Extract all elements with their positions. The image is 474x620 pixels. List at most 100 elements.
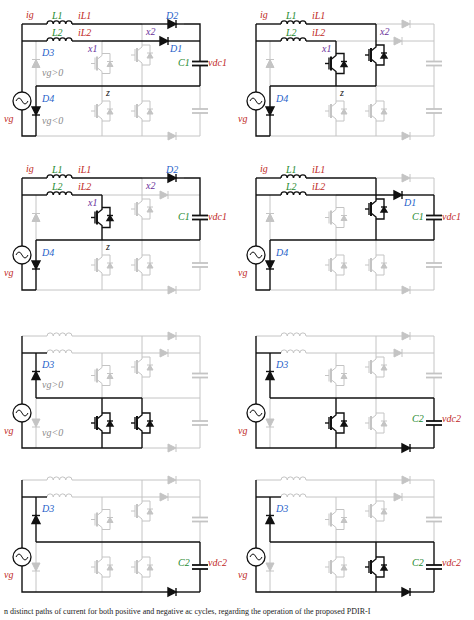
wire [341, 263, 347, 264]
wire [376, 447, 402, 448]
wire [176, 336, 184, 337]
signal-label: L2 [286, 182, 297, 192]
diode-symbol [341, 62, 347, 67]
igbt-symbol [330, 560, 332, 574]
signal-label: C1 [178, 58, 190, 68]
capacitor-symbol [426, 517, 442, 519]
wire [270, 290, 336, 291]
active-path [256, 336, 442, 452]
diode-symbol [147, 565, 153, 570]
wire [168, 349, 169, 357]
active-path [22, 174, 208, 290]
inductor-symbol [281, 192, 306, 195]
wire [410, 132, 411, 140]
inactive-path [256, 476, 442, 592]
wire [142, 136, 168, 137]
wire [376, 178, 402, 179]
capacitor-symbol [426, 373, 442, 375]
wire [408, 41, 434, 42]
wire [142, 398, 200, 399]
diode-symbol [168, 286, 176, 294]
circuit-panel [13, 174, 208, 294]
wire [371, 115, 376, 136]
ac-source-symbol [247, 548, 265, 566]
signal-label: L1 [286, 11, 297, 21]
diode-symbol [402, 20, 410, 28]
wire [434, 497, 435, 518]
wire [255, 178, 256, 246]
wire [22, 194, 47, 195]
capacitor-symbol [192, 564, 208, 566]
wire [371, 571, 376, 592]
wire [371, 427, 376, 448]
wire [102, 397, 142, 398]
wire [72, 480, 142, 481]
wire [331, 571, 336, 592]
wire [325, 63, 329, 64]
signal-label: vg [238, 570, 247, 580]
igbt-symbol [136, 416, 138, 430]
inductor-symbol [281, 333, 306, 336]
wire [184, 480, 200, 497]
wire [36, 85, 102, 86]
wire [269, 380, 270, 399]
wire [142, 591, 168, 592]
wire [418, 480, 434, 497]
inductor-symbol [47, 38, 72, 41]
igbt-symbol [330, 104, 332, 118]
wire [336, 541, 376, 542]
capacitor-symbol [192, 219, 208, 221]
diode-symbol [266, 60, 274, 68]
wire [102, 136, 142, 137]
wire [91, 265, 95, 266]
diode-symbol [107, 62, 113, 67]
wire [22, 352, 47, 353]
wire [331, 269, 336, 290]
diode-symbol [32, 214, 40, 222]
diode-symbol [147, 509, 153, 514]
igbt-symbol [136, 48, 138, 62]
wire [371, 371, 376, 398]
igbt-symbol [96, 211, 98, 225]
signal-label: L2 [286, 28, 297, 38]
wire [32, 515, 40, 516]
capacitor-symbol [192, 521, 208, 523]
wire [176, 476, 177, 484]
diode-symbol [381, 109, 387, 114]
wire [410, 286, 411, 294]
wire [36, 591, 102, 592]
wire [142, 480, 168, 481]
wire [269, 497, 270, 516]
wire [32, 427, 40, 428]
signal-label: vg>0 [42, 380, 63, 390]
wire [137, 240, 142, 261]
diode-symbol [266, 107, 274, 115]
igbt-symbol [370, 202, 372, 216]
wire [270, 136, 336, 137]
wire [72, 177, 142, 178]
capacitor-symbol [426, 377, 442, 379]
igbt-symbol [136, 258, 138, 272]
diode-symbol [266, 214, 274, 222]
inductor-symbol [47, 192, 72, 195]
wire [381, 109, 387, 110]
wire [107, 420, 113, 421]
wire [175, 174, 176, 182]
wire [142, 336, 168, 337]
wire [176, 332, 177, 340]
signal-label: iL1 [312, 11, 325, 21]
signal-label: L2 [52, 182, 63, 192]
wire [434, 267, 435, 290]
ac-source-symbol [250, 410, 262, 416]
capacitor-symbol [426, 108, 442, 110]
wire [336, 447, 376, 448]
diode-symbol [381, 365, 387, 370]
wire [365, 111, 369, 112]
wire [22, 480, 47, 481]
wire [200, 522, 201, 543]
diode-symbol [402, 476, 410, 484]
active-path [256, 480, 442, 596]
signal-label: L2 [52, 28, 63, 38]
wire [72, 194, 102, 195]
wire [131, 55, 135, 56]
